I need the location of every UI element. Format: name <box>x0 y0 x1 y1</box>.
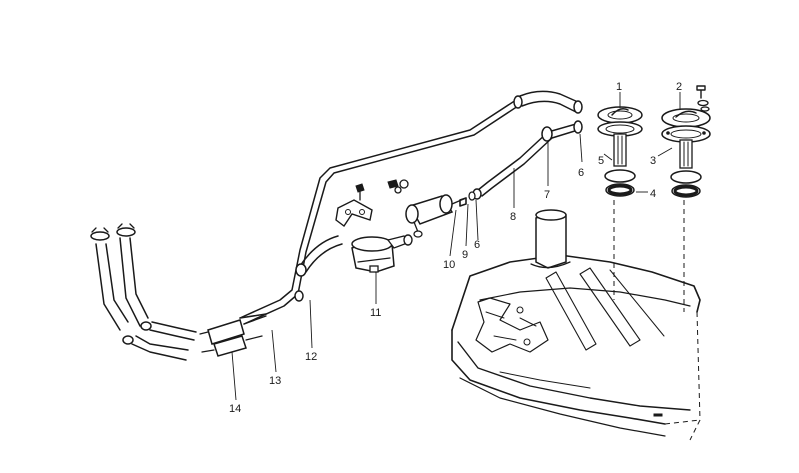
callout-3: 3 <box>650 155 656 167</box>
fuel-pump <box>335 179 413 273</box>
callout-10: 10 <box>443 259 455 271</box>
filler-neck <box>530 209 571 269</box>
callout-8: 8 <box>510 211 516 223</box>
callout-6-upper: 6 <box>578 167 584 179</box>
callout-13: 13 <box>269 375 281 387</box>
callout-12: 12 <box>305 351 317 363</box>
callout-6-lower: 6 <box>474 239 480 251</box>
inline-fuel-filter <box>405 191 476 238</box>
pump-inlet-hose <box>294 235 343 302</box>
callout-14: 14 <box>229 403 241 415</box>
return-fuel-pipe <box>472 120 583 200</box>
fuel-sender-unit-2 <box>661 85 711 198</box>
callout-4: 4 <box>650 188 656 200</box>
left-fuel-hoses <box>90 223 197 361</box>
callout-9: 9 <box>462 249 468 261</box>
callout-leaders <box>231 92 681 401</box>
y-fitting-connector <box>199 313 267 357</box>
callout-11: 11 <box>370 307 381 319</box>
fuel-sender-unit-1 <box>597 106 643 197</box>
callout-7: 7 <box>544 189 550 201</box>
callout-5: 5 <box>598 155 604 167</box>
main-fuel-pipe <box>239 90 583 325</box>
callout-labels: 1 2 3 4 5 6 6 7 8 9 10 11 12 13 14 <box>229 81 682 415</box>
callout-1: 1 <box>616 81 622 93</box>
callout-2: 2 <box>676 81 682 93</box>
fuel-tank <box>451 209 701 441</box>
